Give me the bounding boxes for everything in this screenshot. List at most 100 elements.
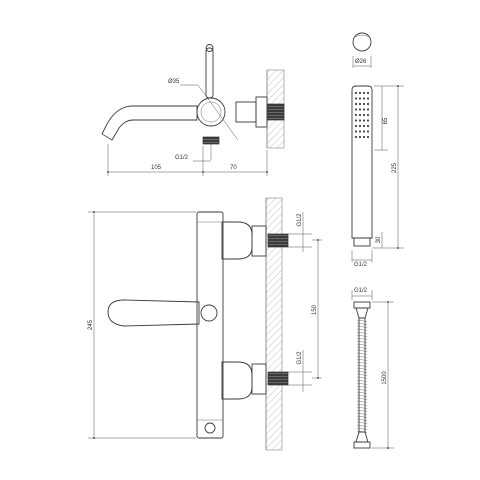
outlet-nut <box>204 422 216 434</box>
label-diameter-26: Ø26 <box>355 59 367 65</box>
hose-coil <box>356 322 368 325</box>
label-dim-105: 105 <box>151 165 162 171</box>
hose-coil <box>356 349 368 352</box>
spout <box>101 105 198 141</box>
hose-coil <box>356 334 368 337</box>
nozzle-dot <box>354 135 358 139</box>
hose-coil <box>356 418 368 421</box>
nozzle-dot <box>362 102 366 106</box>
hose-coil <box>356 325 368 328</box>
elbow-lower <box>221 361 253 400</box>
side-body <box>235 101 257 123</box>
hose-coil <box>356 352 368 355</box>
label-dim-70: 70 <box>230 165 237 171</box>
nozzle-dot <box>362 124 366 128</box>
hose-coil <box>356 373 368 376</box>
hose-coil <box>356 358 368 361</box>
hand-shower-connector <box>353 237 371 247</box>
nozzle-dot <box>366 102 370 106</box>
nozzle-dot <box>354 119 358 122</box>
hose-coil <box>356 355 368 358</box>
label-thread-handshower: G1/2 <box>354 262 368 268</box>
nozzle-dot <box>358 119 362 122</box>
nozzle-dot <box>366 108 370 111</box>
label-dim-30: 30 <box>376 236 382 243</box>
label-dim-245: 245 <box>88 319 94 330</box>
hose-coil <box>356 421 368 424</box>
hose-coil <box>356 340 368 343</box>
nozzle-dot <box>366 124 370 128</box>
nozzle-dot <box>354 113 358 117</box>
hand-shower-body <box>351 85 373 239</box>
lever-handle <box>205 47 214 99</box>
nozzle-dot <box>362 119 366 122</box>
hose-coil <box>356 406 368 409</box>
hose-coil <box>356 391 368 394</box>
wall-flange-upper <box>251 225 267 257</box>
hose-coil <box>356 394 368 397</box>
label-dim-1500: 1500 <box>382 371 388 385</box>
thread-connector-top <box>266 103 285 121</box>
shower-hose-view: G1/2 1500 <box>351 288 394 449</box>
hose-coil <box>356 361 368 364</box>
thread-connector-lower <box>267 371 289 386</box>
hose-coil <box>356 403 368 406</box>
hose-cone-bottom <box>355 431 369 443</box>
nozzle-dot <box>358 130 362 133</box>
nozzle-dot <box>354 108 358 111</box>
label-thread-lower: G1/2 <box>297 351 303 365</box>
label-thread-hose: G1/2 <box>354 288 368 294</box>
front-view-thermostat: 245 G1/2 G1/2 150 <box>88 197 322 451</box>
hose-coil <box>356 376 368 379</box>
nozzle-dot <box>362 113 366 117</box>
wall-flange-lower <box>251 363 267 395</box>
nozzle-dot <box>358 108 362 111</box>
hose-coil <box>356 364 368 367</box>
hand-shower-nozzles <box>354 91 370 139</box>
hose-coil <box>356 328 368 331</box>
lever-knob <box>205 44 214 52</box>
label-diameter-35: Ø35 <box>168 79 180 85</box>
hose-coil <box>356 388 368 391</box>
nozzle-dot <box>358 124 362 128</box>
hose-coil <box>356 424 368 427</box>
side-view-mixer: Ø35 G1/2 105 70 <box>101 44 285 176</box>
control-lever <box>107 299 200 327</box>
nozzle-dot <box>358 113 362 117</box>
nozzle-dot <box>366 119 370 122</box>
hose-nut-bottom <box>353 441 371 449</box>
nozzle-dot <box>354 97 358 100</box>
hose-coil <box>356 346 368 349</box>
hose-coil <box>356 343 368 346</box>
nozzle-dot <box>362 135 366 139</box>
hose-coil <box>356 409 368 412</box>
nozzle-dot <box>362 97 366 100</box>
nozzle-dot <box>362 130 366 133</box>
wall-flange-top <box>255 96 268 128</box>
thread-connector-upper <box>267 233 289 248</box>
nozzle-dot <box>362 108 366 111</box>
nozzle-dot <box>366 91 370 95</box>
hose-coil <box>356 319 368 322</box>
nozzle-dot <box>358 97 362 100</box>
hose-coil <box>356 397 368 400</box>
hose-nut-top <box>353 301 371 309</box>
hose-coil <box>356 370 368 373</box>
label-dim-150: 150 <box>312 304 318 315</box>
elbow-upper <box>221 221 253 260</box>
nozzle-dot <box>358 91 362 95</box>
hose-coils <box>356 319 368 433</box>
nozzle-dot <box>366 135 370 139</box>
nozzle-dot <box>366 130 370 133</box>
hose-coil <box>356 367 368 370</box>
nozzle-dot <box>358 135 362 139</box>
label-thread-upper: G1/2 <box>297 213 303 227</box>
label-dim-65: 65 <box>383 117 389 124</box>
hose-coil <box>356 427 368 430</box>
hose-coil <box>356 412 368 415</box>
hose-coil <box>356 331 368 334</box>
thread-connector-spout <box>202 136 220 145</box>
hose-coil <box>356 385 368 388</box>
hose-coil <box>356 382 368 385</box>
